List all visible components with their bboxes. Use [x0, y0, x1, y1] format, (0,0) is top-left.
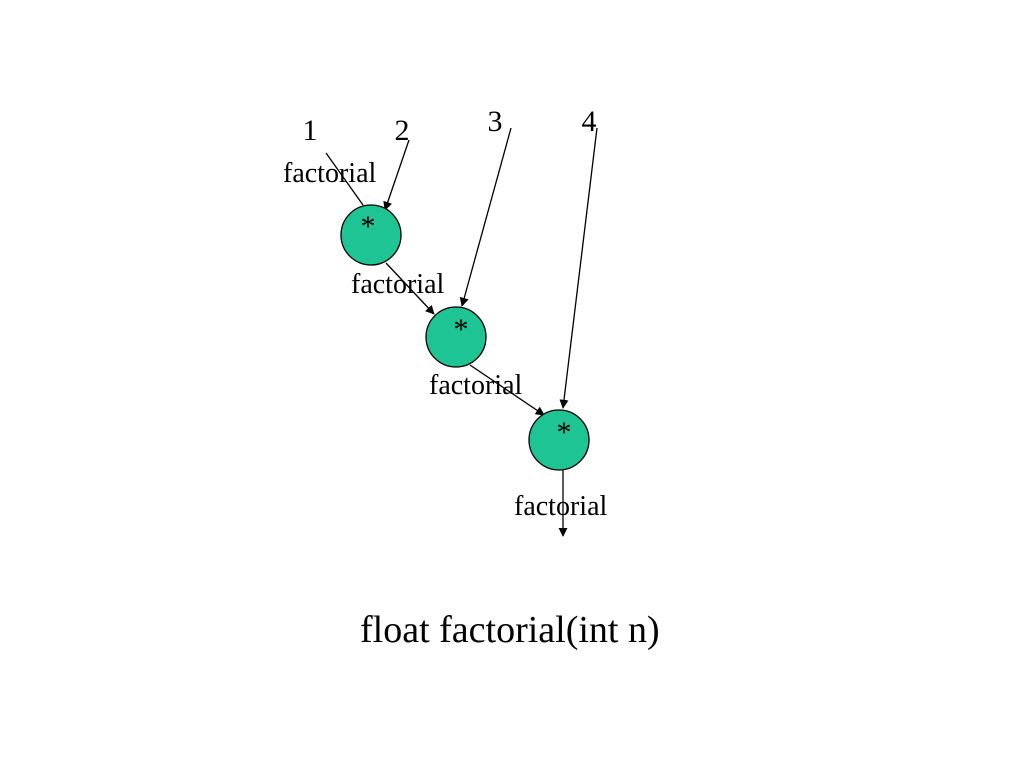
edge-label-factorial-1: factorial [283, 158, 376, 189]
edge-input-4-to-node-3 [559, 127, 598, 409]
multiply-node-2 [425, 306, 487, 368]
function-signature-caption: float factorial(int n) [360, 609, 660, 651]
input-label-4: 4 [582, 105, 597, 138]
multiply-node-1 [340, 204, 402, 266]
edge-label-factorial-2: factorial [351, 269, 444, 300]
input-label-3: 3 [488, 105, 503, 138]
input-label-2: 2 [395, 114, 410, 147]
multiply-node-2-label: * [454, 313, 469, 346]
edge-input-3-to-node-2 [459, 127, 512, 307]
input-label-1: 1 [303, 114, 318, 147]
edge-label-factorial-3: factorial [429, 370, 522, 401]
edge-input-2-to-node-1 [383, 139, 410, 211]
edge-label-factorial-4: factorial [514, 491, 607, 522]
multiply-node-3 [528, 409, 590, 471]
multiply-node-1-label: * [361, 210, 376, 243]
edge-node-2-to-node-3 [469, 364, 545, 416]
edge-input-1-to-node-1 [325, 152, 364, 206]
edge-node-1-to-node-2 [385, 262, 435, 315]
multiply-node-3-label: * [557, 416, 572, 449]
